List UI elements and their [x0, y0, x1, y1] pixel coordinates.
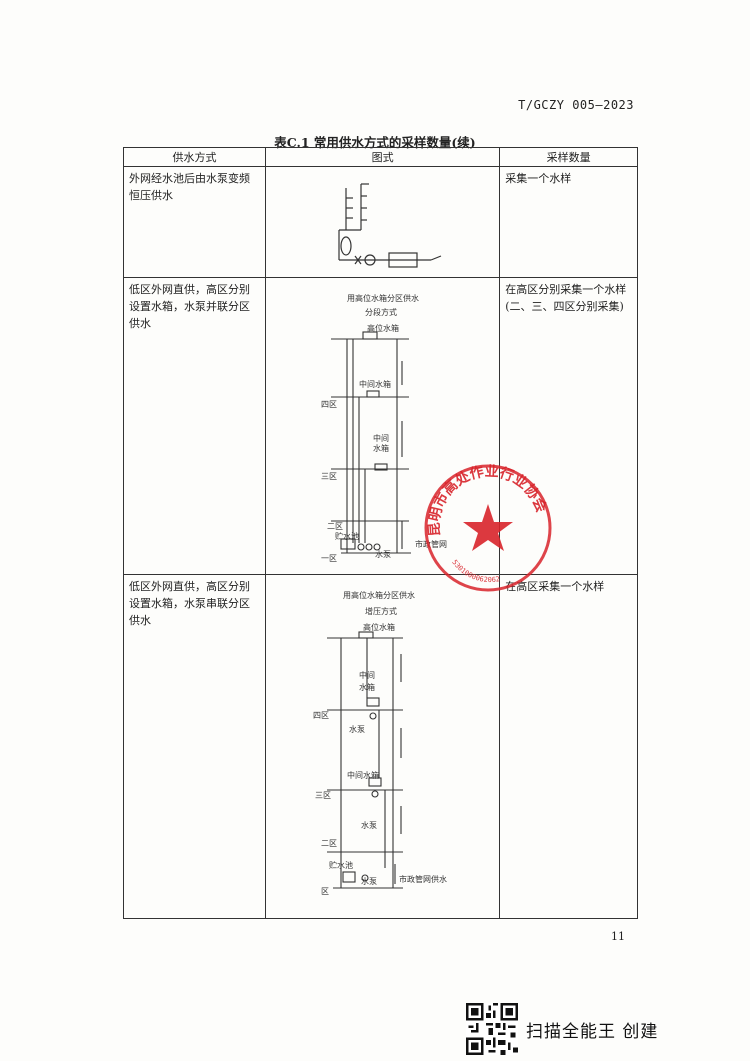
seal-star-icon — [463, 504, 513, 551]
fig3-title1: 用高位水箱分区供水 — [343, 590, 415, 600]
fig3-zone2: 二区 — [321, 839, 337, 848]
fig2-zone2: 二区 — [327, 522, 343, 531]
sampling-table: 供水方式 图式 采样数量 外网经水池后由水泵变频恒压供水 — [123, 147, 638, 919]
fig3-pump1: 水泵 — [349, 724, 365, 734]
fig2-zone3: 三区 — [321, 472, 337, 481]
table-title: 表C.1 常用供水方式的采样数量(续) — [274, 135, 476, 150]
diagram-cell: 用高位水箱分区供水 增压方式 高位水箱 中间 水箱 中间水箱 水泵 水泵 四区 … — [264, 574, 501, 919]
svg-text:5301000062062: 5301000062062 — [450, 558, 500, 584]
fig3-zone4: 四区 — [313, 711, 329, 720]
association-seal: 昆明市高处作业行业协会 5301000062062 — [424, 463, 552, 592]
fig2-mid-tank2a: 中间 — [373, 433, 389, 443]
fig2-zone1: 一区 — [321, 554, 337, 563]
diagram-constant-pressure — [338, 183, 442, 268]
fig3-city: 市政管网供水 — [399, 874, 447, 884]
fig3-zone3: 三区 — [315, 791, 331, 800]
watermark-text: 扫描全能王 创建 — [526, 1021, 659, 1042]
fig3-zone1: 区 — [321, 887, 329, 896]
fig2-pump: 水泵 — [375, 549, 391, 559]
diagram-series-pump: 用高位水箱分区供水 增压方式 高位水箱 中间 水箱 中间水箱 水泵 水泵 四区 … — [313, 590, 447, 896]
diagram-parallel-pump: 用高位水箱分区供水 分段方式 高位水箱 中间水箱 中间 水箱 四区 三区 二区 … — [321, 293, 447, 563]
qr-code-icon — [466, 1003, 518, 1055]
fig3-title2: 增压方式 — [365, 606, 397, 616]
fig3-pump3: 水泵 — [361, 876, 377, 886]
fig2-zone4: 四区 — [321, 400, 337, 409]
method-cell: 低区外网直供，高区分别设置水箱，水泵串联分区供水 — [123, 574, 266, 919]
fig2-high-tank: 高位水箱 — [367, 323, 399, 333]
page-number: 11 — [611, 930, 625, 943]
fig2-title2: 分段方式 — [365, 307, 397, 317]
method-cell: 外网经水池后由水泵变频恒压供水 — [123, 166, 266, 278]
document-code: T/GCZY 005—2023 — [518, 98, 634, 112]
fig2-mid-tank1: 中间水箱 — [359, 379, 391, 389]
diagram-cell: 用高位水箱分区供水 分段方式 高位水箱 中间水箱 中间 水箱 四区 三区 二区 … — [264, 277, 501, 575]
method-cell: 低区外网直供，高区分别设置水箱，水泵并联分区供水 — [123, 277, 266, 575]
quantity-cell: 在高区分别采集一个水样(二、三、四区分别采集) — [499, 277, 638, 575]
diagram-cell — [264, 166, 501, 278]
quantity-cell: 在高区采集一个水样 — [499, 574, 638, 919]
seal-code-text: 5301000062062 — [450, 558, 500, 584]
fig2-city: 市政管网 — [415, 539, 447, 549]
header-method: 供水方式 — [123, 147, 266, 167]
header-diagram: 图式 — [264, 147, 501, 167]
fig3-pump2: 水泵 — [361, 820, 377, 830]
table-row: 外网经水池后由水泵变频恒压供水 — [123, 166, 638, 278]
table-row: 低区外网直供，高区分别设置水箱，水泵串联分区供水 用高位水箱分区供水 增压方式 … — [123, 574, 638, 919]
table-header-row: 供水方式 图式 采样数量 — [123, 147, 638, 167]
table-row: 低区外网直供，高区分别设置水箱，水泵并联分区供水 用高位水箱分区供水 分段方式 … — [123, 277, 638, 575]
fig2-title1: 用高位水箱分区供水 — [347, 293, 419, 303]
quantity-cell: 采集一个水样 — [499, 166, 638, 278]
fig3-high-tank: 高位水箱 — [363, 622, 395, 632]
scanner-watermark: 扫描全能王 创建 — [466, 1003, 658, 1055]
fig2-mid-tank2b: 水箱 — [373, 443, 389, 453]
fig3-mid-tank2: 中间水箱 — [347, 770, 379, 780]
header-quantity: 采样数量 — [499, 147, 638, 167]
